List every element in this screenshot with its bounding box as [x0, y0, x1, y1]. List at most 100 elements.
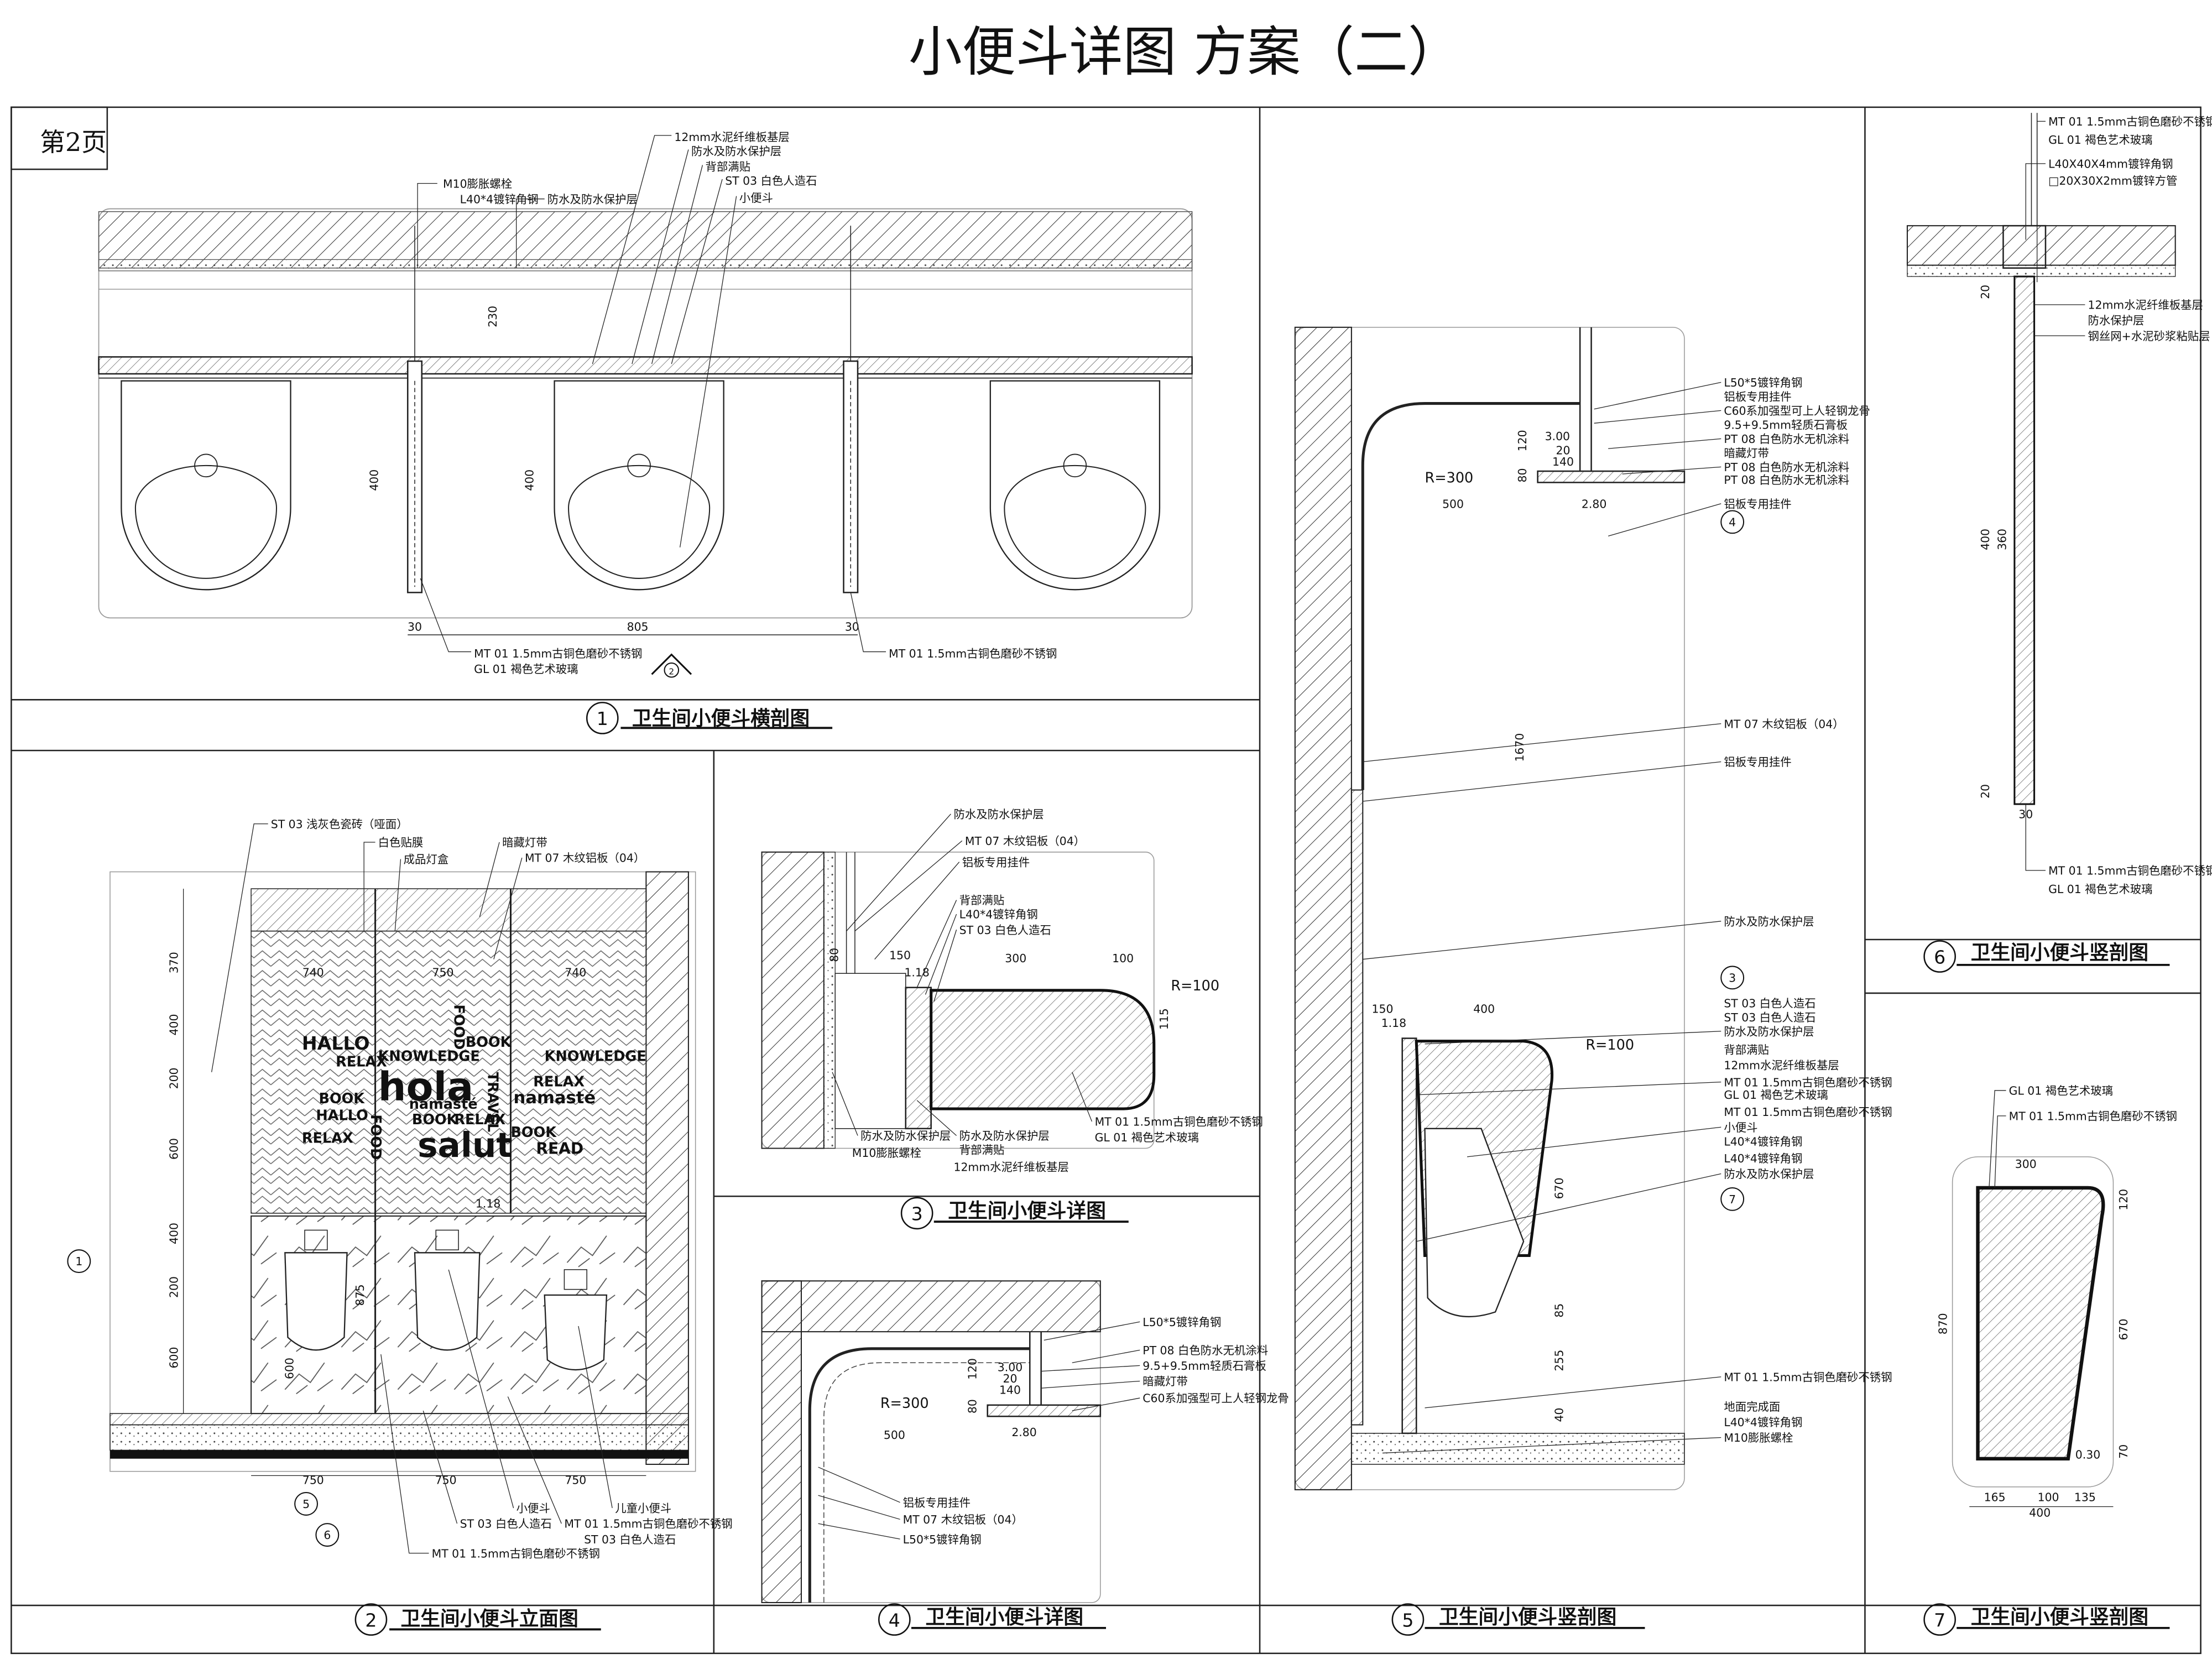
- svg-text:400: 400: [368, 469, 381, 491]
- svg-text:卫生间小便斗竖剖图: 卫生间小便斗竖剖图: [1971, 1606, 2148, 1629]
- svg-text:80: 80: [1516, 468, 1529, 482]
- svg-text:135: 135: [2074, 1490, 2096, 1504]
- ref-marker-2: 2: [651, 653, 692, 678]
- svg-text:ST 03 浅灰色瓷砖（哑面）: ST 03 浅灰色瓷砖（哑面）: [271, 817, 408, 831]
- svg-text:600: 600: [283, 1358, 296, 1379]
- svg-text:铝板专用挂件: 铝板专用挂件: [1724, 755, 1791, 769]
- svg-text:铝板专用挂件: 铝板专用挂件: [962, 855, 1030, 869]
- svg-text:750: 750: [432, 966, 454, 979]
- svg-text:防水及防水保护层: 防水及防水保护层: [959, 1129, 1050, 1142]
- urinal-elev-3: [544, 1294, 608, 1371]
- svg-text:namasté: namasté: [409, 1096, 478, 1113]
- svg-text:870: 870: [1936, 1313, 1949, 1334]
- svg-text:MT 01 1.5mm古铜色磨砂不锈钢: MT 01 1.5mm古铜色磨砂不锈钢: [1724, 1105, 1892, 1119]
- svg-text:3.00: 3.00: [1545, 430, 1570, 443]
- svg-text:1.18: 1.18: [1381, 1016, 1406, 1030]
- svg-text:FOOD: FOOD: [367, 1114, 384, 1160]
- svg-text:4: 4: [889, 1609, 900, 1631]
- caption-2: 2 卫生间小便斗立面图: [354, 1603, 601, 1636]
- svg-text:7: 7: [1934, 1609, 1945, 1631]
- panel-2-elevation: HALLO RELAX KNOWLEDGE FOOD BOOK TRAVEL h…: [67, 817, 733, 1560]
- elev-refs: 1 5 6: [67, 1249, 340, 1547]
- svg-text:BOOK: BOOK: [510, 1124, 557, 1141]
- svg-text:白色贴膜: 白色贴膜: [378, 836, 424, 849]
- svg-text:7: 7: [1729, 1193, 1736, 1206]
- svg-text:670: 670: [1553, 1177, 1566, 1199]
- svg-text:230: 230: [486, 306, 499, 327]
- svg-text:740: 740: [565, 966, 586, 979]
- svg-text:3.00: 3.00: [998, 1361, 1022, 1374]
- svg-text:GL 01 褐色艺术玻璃: GL 01 褐色艺术玻璃: [2048, 133, 2152, 147]
- svg-text:150: 150: [1372, 1003, 1394, 1016]
- panel-3-detail: 80 150 1.18 300 100 115 R=100 防水及防水保护层 M…: [761, 808, 1263, 1173]
- svg-text:M10膨胀螺栓: M10膨胀螺栓: [852, 1146, 921, 1160]
- svg-text:暗藏灯带: 暗藏灯带: [1142, 1375, 1188, 1388]
- svg-text:805: 805: [627, 620, 649, 633]
- svg-text:salut: salut: [418, 1126, 513, 1165]
- svg-text:PT 08 白色防水无机涂料: PT 08 白色防水无机涂料: [1724, 461, 1849, 474]
- panel-4-detail: R=300 500 2.80 3.00 120 20 140 80 L50*5镀…: [761, 1280, 1289, 1603]
- svg-text:2.80: 2.80: [1582, 497, 1606, 510]
- svg-text:PT 08 白色防水无机涂料: PT 08 白色防水无机涂料: [1724, 432, 1849, 446]
- svg-text:20: 20: [1556, 444, 1571, 457]
- svg-text:ST 03 白色人造石: ST 03 白色人造石: [1724, 997, 1815, 1010]
- svg-text:1.18: 1.18: [476, 1197, 500, 1211]
- curved-ceiling: [808, 1347, 1030, 1603]
- svg-text:255: 255: [1553, 1350, 1566, 1371]
- svg-text:小便斗: 小便斗: [517, 1502, 550, 1515]
- svg-text:防水及防水保护层: 防水及防水保护层: [860, 1129, 951, 1142]
- svg-text:GL 01 褐色艺术玻璃: GL 01 褐色艺术玻璃: [1724, 1088, 1828, 1102]
- svg-text:PT 08 白色防水无机涂料: PT 08 白色防水无机涂料: [1142, 1344, 1268, 1357]
- svg-text:GL 01 褐色艺术玻璃: GL 01 褐色艺术玻璃: [1095, 1131, 1199, 1144]
- svg-text:12mm水泥纤维板基层: 12mm水泥纤维板基层: [1724, 1059, 1839, 1072]
- svg-text:12mm水泥纤维板基层: 12mm水泥纤维板基层: [674, 131, 789, 144]
- svg-text:TRAVEL: TRAVEL: [484, 1072, 501, 1132]
- svg-text:卫生间小便斗竖剖图: 卫生间小便斗竖剖图: [1439, 1606, 1616, 1629]
- svg-text:M10膨胀螺栓: M10膨胀螺栓: [1724, 1431, 1793, 1444]
- sheet-frame: [11, 106, 2201, 1655]
- page-label: 第2页: [40, 127, 107, 157]
- urinal-plan-3: [989, 380, 1161, 591]
- svg-text:ST 03 白色人造石: ST 03 白色人造石: [1724, 1011, 1815, 1024]
- svg-text:防水及防水保护层: 防水及防水保护层: [1724, 1025, 1814, 1038]
- svg-text:20: 20: [1979, 285, 1992, 299]
- elev-vertical-dims: 370 400 200 600 400 200 600: [167, 889, 184, 1414]
- svg-text:L40*4镀锌角钢: L40*4镀锌角钢: [460, 192, 539, 206]
- svg-text:地面完成面: 地面完成面: [1724, 1400, 1780, 1413]
- svg-text:500: 500: [1442, 497, 1464, 510]
- panel-grid: [11, 107, 2201, 1653]
- svg-text:6: 6: [1934, 946, 1945, 968]
- svg-text:卫生间小便斗竖剖图: 卫生间小便斗竖剖图: [1971, 942, 2148, 964]
- svg-text:750: 750: [302, 1474, 324, 1487]
- svg-text:RELAX: RELAX: [533, 1073, 585, 1090]
- svg-text:KNOWLEDGE: KNOWLEDGE: [545, 1048, 646, 1065]
- urinal-elev-1: [284, 1252, 348, 1351]
- svg-text:铝板专用挂件: 铝板专用挂件: [903, 1496, 971, 1509]
- svg-text:70: 70: [2117, 1444, 2130, 1459]
- svg-text:MT 01 1.5mm古铜色磨砂不锈钢: MT 01 1.5mm古铜色磨砂不锈钢: [432, 1547, 600, 1560]
- svg-text:300: 300: [1005, 952, 1026, 965]
- svg-text:防水保护层: 防水保护层: [2088, 314, 2145, 327]
- svg-text:100: 100: [1112, 952, 1134, 965]
- svg-text:ST 03 白色人造石: ST 03 白色人造石: [460, 1517, 552, 1531]
- svg-text:小便斗: 小便斗: [1724, 1121, 1757, 1134]
- svg-text:成品灯盒: 成品灯盒: [404, 853, 449, 866]
- panel-6-vertical-section: 20 400 360 20 30 MT 01 1.5mm古铜色磨砂不锈钢 GL …: [1906, 113, 2212, 896]
- svg-text:MT 07 木纹铝板（04）: MT 07 木纹铝板（04）: [965, 834, 1085, 848]
- svg-text:MT 01 1.5mm古铜色磨砂不锈钢: MT 01 1.5mm古铜色磨砂不锈钢: [889, 647, 1057, 660]
- svg-text:120: 120: [966, 1358, 979, 1380]
- svg-text:200: 200: [167, 1276, 180, 1298]
- svg-text:暗藏灯带: 暗藏灯带: [502, 836, 547, 849]
- svg-text:1.18: 1.18: [904, 966, 929, 979]
- svg-text:140: 140: [1552, 455, 1574, 468]
- panel-1-plan-section: 230 400 400 30 805 30 2 12mm水泥纤维板基层 防水及防…: [98, 131, 1193, 678]
- svg-text:L40*4镀锌角钢: L40*4镀锌角钢: [1724, 1416, 1802, 1429]
- svg-text:□20X30X2mm镀锌方管: □20X30X2mm镀锌方管: [2048, 174, 2177, 187]
- svg-text:400: 400: [1473, 1003, 1495, 1016]
- svg-text:740: 740: [302, 966, 324, 979]
- caption-3: 3 卫生间小便斗详图: [900, 1197, 1129, 1230]
- svg-text:140: 140: [999, 1383, 1021, 1396]
- svg-text:MT 01 1.5mm古铜色磨砂不锈钢: MT 01 1.5mm古铜色磨砂不锈钢: [564, 1517, 732, 1531]
- section-urinal: [1424, 1128, 1525, 1318]
- panel-5-vertical-section: R=300 500 3.00 120 20 140 80 2.80 1670 1…: [1294, 326, 1892, 1490]
